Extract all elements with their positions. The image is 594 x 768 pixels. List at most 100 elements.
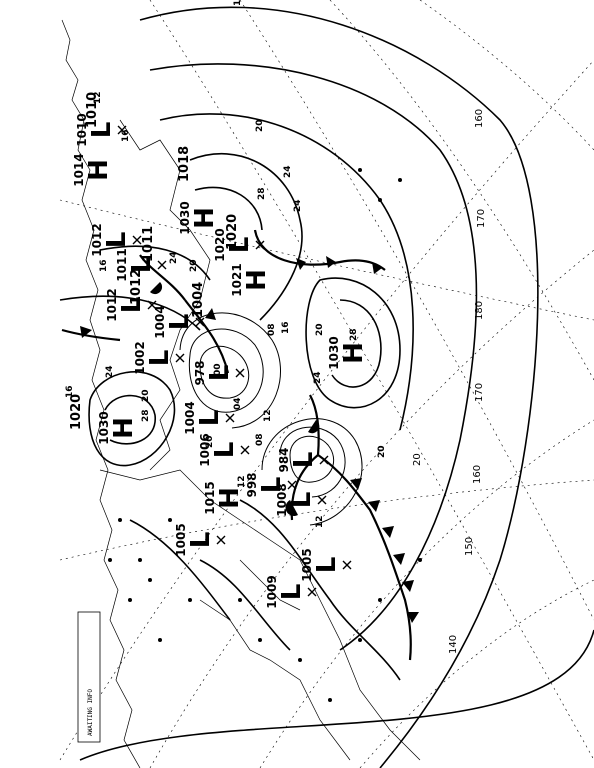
system-pressure: 1020	[213, 228, 227, 261]
isobar-value-21: 12	[237, 475, 247, 488]
system-letter: H	[339, 342, 369, 364]
system-letter: L	[289, 452, 319, 469]
station-plots	[108, 168, 422, 702]
system-letter: H	[109, 417, 139, 439]
pressure-label-6: 1004	[191, 282, 206, 318]
system-pressure: 1014	[72, 153, 86, 186]
system-letter: H	[84, 159, 114, 181]
isobars	[59, 6, 594, 768]
system-pressure: 984	[277, 447, 291, 472]
latlon-label-4: 160	[472, 465, 483, 484]
pressure-label-3: 1012	[129, 269, 144, 305]
system-letter: L	[225, 237, 255, 254]
center-marker	[307, 587, 317, 597]
center-marker	[240, 445, 250, 455]
isobar-value-15: 08	[255, 433, 265, 446]
system-pressure: 1004	[183, 401, 197, 434]
isobar-value-10: 24	[105, 365, 115, 378]
fronts	[61, 229, 419, 661]
system-letter: L	[127, 257, 157, 274]
system-pressure: 978	[193, 360, 207, 385]
latlon-label-0: 160	[474, 109, 485, 128]
system-letter: H	[242, 269, 272, 291]
system-pressure: 1012	[105, 288, 119, 321]
isobar-value-16: 08	[267, 323, 277, 336]
system-pressure: 1021	[230, 263, 244, 296]
latlon-label-1: 170	[476, 209, 487, 228]
isobar-value-11: 28	[141, 409, 151, 422]
latlon-label-6: 140	[448, 635, 459, 654]
system-letter: L	[287, 492, 317, 509]
center-marker	[132, 235, 142, 245]
system-pressure: 1030	[97, 411, 111, 444]
center-marker	[319, 455, 329, 465]
pressure-label-0: 1020	[69, 394, 84, 430]
latlon-label-3: 170	[474, 383, 485, 402]
system-letter: L	[165, 314, 195, 331]
system-letter: L	[210, 442, 240, 459]
system-letter: L	[257, 477, 287, 494]
latlon-label-2: 180	[474, 301, 485, 320]
system-pressure: 1015	[203, 481, 217, 514]
center-marker	[287, 480, 297, 490]
system-pressure: 1030	[178, 201, 192, 234]
info-box-text: AWAITING INFO	[87, 689, 94, 736]
center-marker	[235, 368, 245, 378]
isobar-value-13: 16	[65, 385, 75, 398]
center-marker	[175, 353, 185, 363]
isobar-value-26: 20	[205, 435, 215, 448]
isobar-value-17: 16	[281, 321, 291, 334]
center-marker	[216, 535, 226, 545]
center-marker	[157, 260, 167, 270]
system-letter: L	[186, 532, 216, 549]
pressure-systems: H1030H1030H1030H1021H1015H1014L978L984L1…	[72, 113, 369, 608]
isobar-value-12: 20	[141, 389, 151, 402]
isobar-value-2: 28	[257, 187, 267, 200]
center-marker	[225, 413, 235, 423]
system-letter: H	[190, 207, 220, 229]
center-marker	[117, 125, 127, 135]
isobar-value-3: 12	[93, 91, 103, 104]
latlon-labels: 160 170 180 170 160 150 140 20	[412, 109, 487, 654]
system-letter: L	[145, 350, 175, 367]
isobar-value-5: 16	[121, 129, 131, 142]
isobar-values: 2024281212161620242824282016120808162024…	[65, 0, 387, 528]
graticule	[59, 0, 594, 768]
isobar-value-8: 24	[169, 251, 179, 264]
system-pressure: 1030	[327, 336, 341, 369]
system-letter: L	[102, 232, 132, 249]
latlon-label-7: 20	[412, 453, 423, 466]
pressure-label-5: 1011	[141, 226, 156, 262]
system-pressure: 1002	[133, 341, 147, 374]
system-pressure: 1010	[75, 113, 89, 146]
system-letter: L	[195, 410, 225, 427]
system-pressure: 1005	[174, 523, 188, 556]
isobar-value-18: 20	[315, 323, 325, 336]
isobar-value-1: 24	[283, 165, 293, 178]
center-marker	[147, 300, 157, 310]
system-letter: L	[117, 297, 147, 314]
isobar-value-20: 20	[377, 445, 387, 458]
center-marker	[195, 317, 205, 327]
center-marker	[342, 560, 352, 570]
latlon-label-5: 150	[464, 537, 475, 556]
